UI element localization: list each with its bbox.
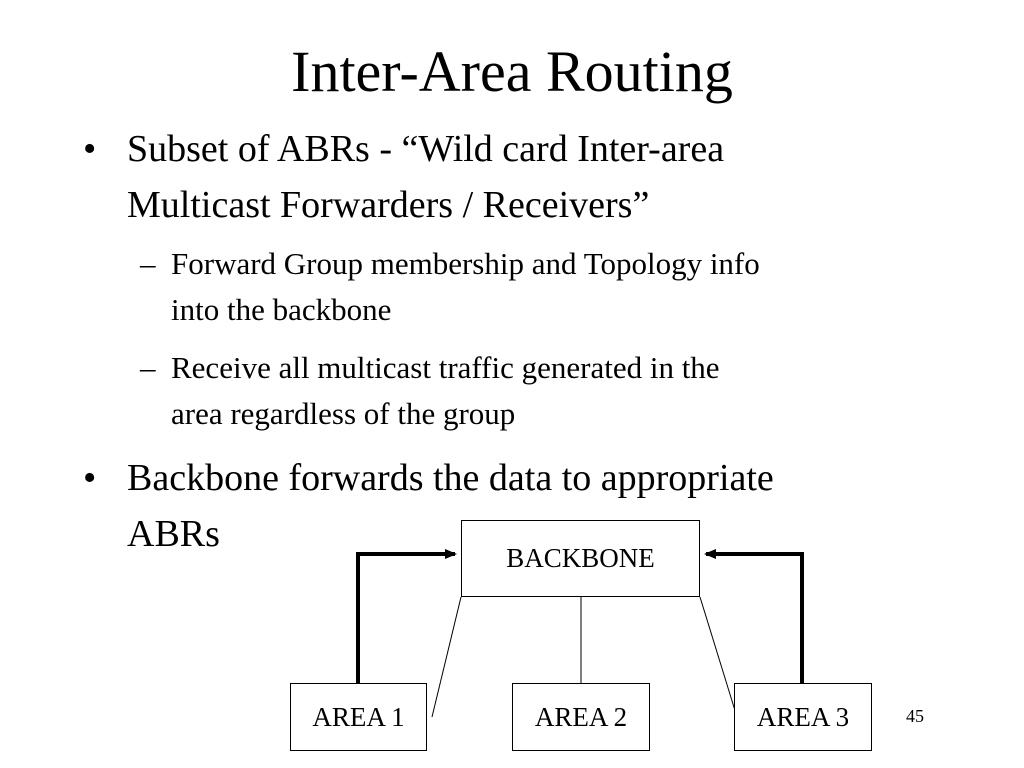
area-1-box: AREA 1 xyxy=(290,683,427,751)
arrow-area-1-to-backbone xyxy=(356,549,457,683)
bullet-1-line-2: Multicast Forwarders / Receivers” xyxy=(127,184,650,226)
area-2-box: AREA 2 xyxy=(512,683,650,751)
bullet-2-line-2: ABRs xyxy=(127,513,220,555)
bullet-marker: • xyxy=(83,128,97,170)
sub-bullet-1-line-2: into the backbone xyxy=(171,292,392,327)
area-1-label: AREA 1 xyxy=(312,701,405,732)
sub-bullet-marker: – xyxy=(140,350,156,385)
sub-bullet-2-line-2: area regardless of the group xyxy=(171,396,516,431)
slide-number: 45 xyxy=(906,706,924,726)
arrow-area-3-to-backbone xyxy=(704,549,804,683)
sub-bullet-1-line-1: Forward Group membership and Topology in… xyxy=(171,246,760,281)
bullet-2-line-1: Backbone forwards the data to appropriat… xyxy=(127,457,774,499)
bullet-1-line-1: Subset of ABRs - “Wild card Inter-area xyxy=(127,128,725,170)
area-3-box: AREA 3 xyxy=(734,683,872,751)
backbone-label: BACKBONE xyxy=(506,543,655,573)
area-3-label: AREA 3 xyxy=(756,701,850,732)
backbone-box: BACKBONE xyxy=(461,520,700,597)
bullet-marker: • xyxy=(83,457,97,499)
slide-title: Inter-Area Routing xyxy=(291,39,733,104)
sub-bullet-marker: – xyxy=(140,246,156,281)
connector-area-3 xyxy=(699,596,738,718)
connector-area-1 xyxy=(431,596,462,718)
sub-bullet-2-line-1: Receive all multicast traffic generated … xyxy=(171,350,720,385)
area-2-label: AREA 2 xyxy=(534,701,628,732)
